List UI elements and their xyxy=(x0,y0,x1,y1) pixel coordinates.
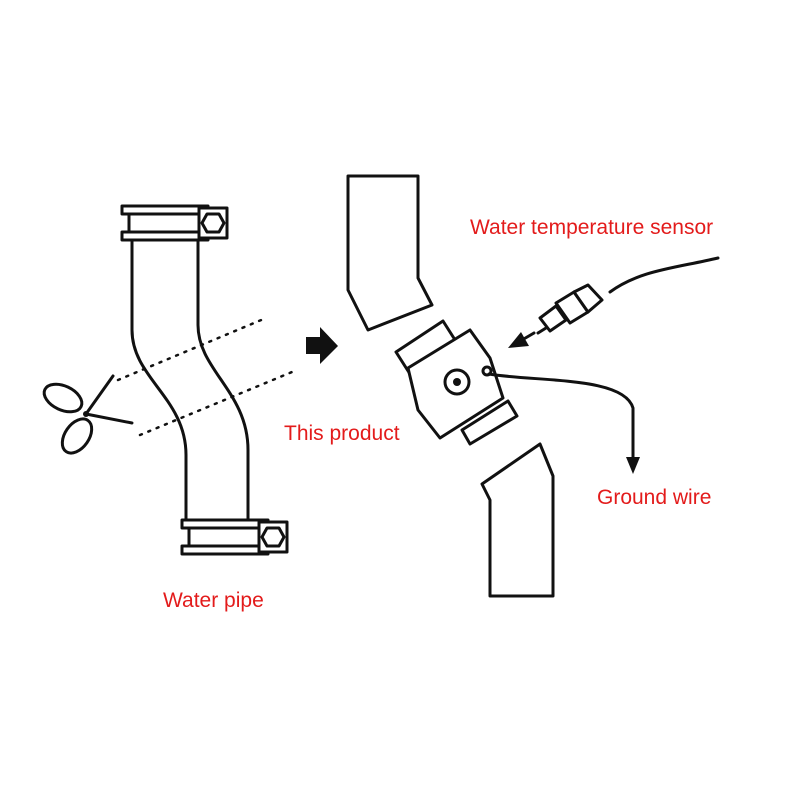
top-hose-clamp xyxy=(120,204,229,242)
lower-pipe-section xyxy=(480,442,555,598)
water-pipe-right-edge xyxy=(196,238,250,524)
upper-pipe-section xyxy=(346,174,434,332)
sensor-adapter xyxy=(394,319,519,446)
water-pipe xyxy=(116,204,294,556)
water-pipe-left-edge xyxy=(130,238,188,524)
ground-wire-label: Ground wire xyxy=(597,486,712,509)
scissors-icon xyxy=(42,374,134,455)
ground-wire xyxy=(487,372,640,474)
cut-line-lower xyxy=(138,370,294,437)
water-temperature-sensor-label: Water temperature sensor xyxy=(470,216,714,239)
insert-arrow-icon xyxy=(508,331,536,348)
this-product-label: This product xyxy=(284,422,400,445)
bottom-hose-clamp xyxy=(180,518,289,556)
temperature-sensor xyxy=(536,256,720,335)
cut-line-upper xyxy=(116,316,268,382)
water-pipe-label: Water pipe xyxy=(163,589,264,612)
right-arrow-icon xyxy=(306,327,338,364)
